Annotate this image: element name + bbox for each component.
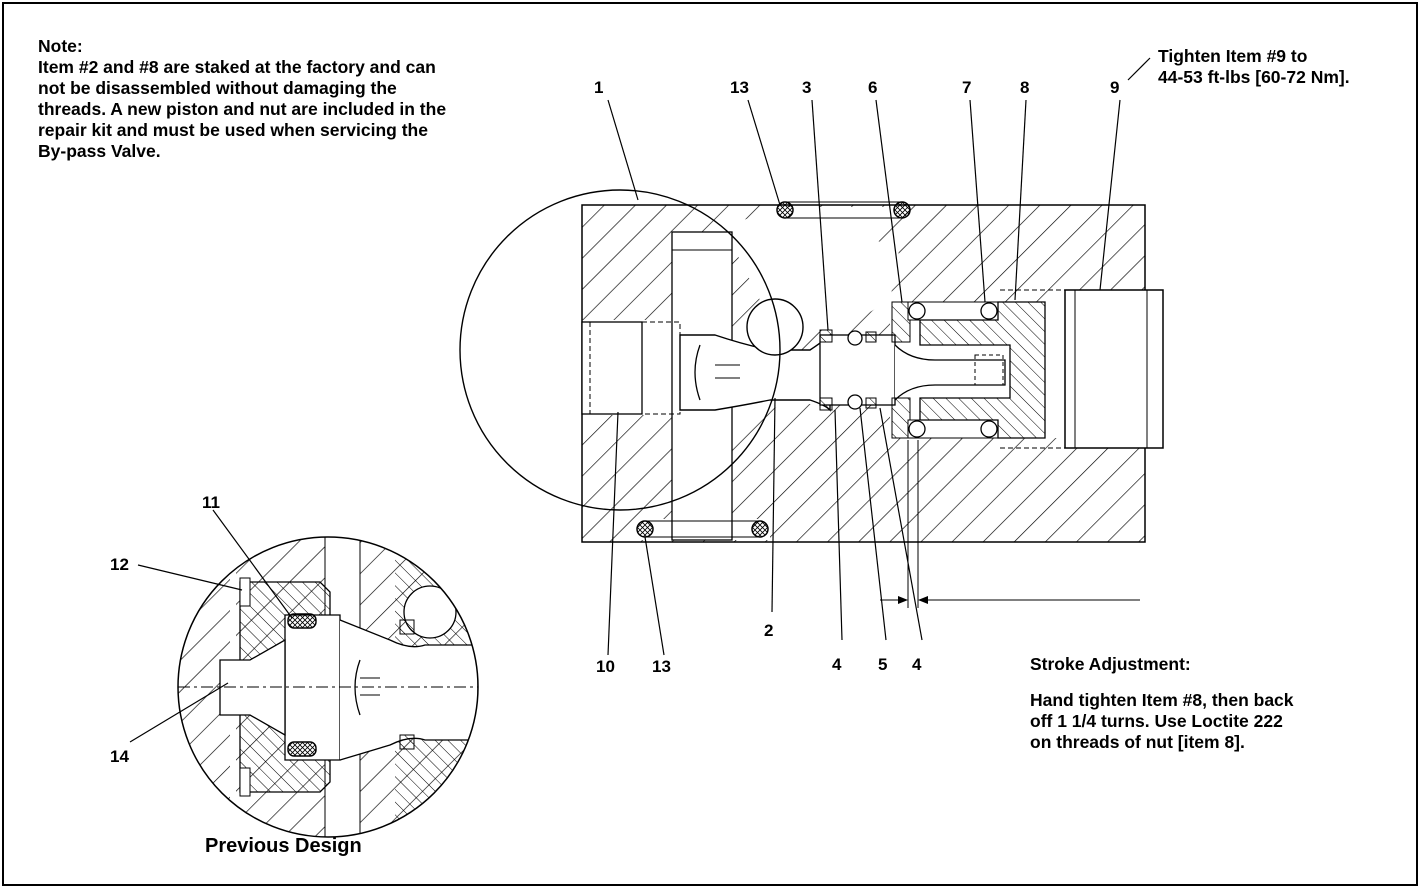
stroke-adjustment-title: Stroke Adjustment: bbox=[1030, 654, 1191, 674]
note-line: not be disassembled without damaging the bbox=[38, 78, 397, 98]
callout-11: 11 bbox=[202, 493, 220, 512]
torque-line: 44-53 ft-lbs [60-72 Nm]. bbox=[1158, 67, 1350, 87]
callout-13-top: 13 bbox=[730, 78, 749, 97]
torque-note: Tighten Item #9 to 44-53 ft-lbs [60-72 N… bbox=[1158, 46, 1350, 88]
note-line: By-pass Valve. bbox=[38, 141, 161, 161]
callout-9: 9 bbox=[1110, 78, 1119, 97]
callout-14: 14 bbox=[110, 747, 129, 766]
detail-caption: Previous Design bbox=[205, 835, 362, 857]
torque-line: Tighten Item #9 to bbox=[1158, 46, 1308, 66]
callout-2: 2 bbox=[764, 621, 773, 640]
stroke-line: off 1 1/4 turns. Use Loctite 222 bbox=[1030, 711, 1283, 731]
previous-design-detail: 11 12 14 bbox=[110, 493, 479, 838]
note-heading: Note: bbox=[38, 36, 83, 56]
note-line: repair kit and must be used when servici… bbox=[38, 120, 428, 140]
callout-13-bottom: 13 bbox=[652, 657, 671, 676]
callout-7: 7 bbox=[962, 78, 971, 97]
callout-4a: 4 bbox=[832, 655, 842, 674]
o-rings-item-13 bbox=[636, 201, 911, 538]
stroke-adjustment-text: Hand tighten Item #8, then back off 1 1/… bbox=[1030, 690, 1294, 753]
callout-4b: 4 bbox=[912, 655, 922, 674]
note-line: threads. A new piston and nut are includ… bbox=[38, 99, 447, 119]
callout-10: 10 bbox=[596, 657, 615, 676]
callout-12: 12 bbox=[110, 555, 129, 574]
callout-8: 8 bbox=[1020, 78, 1029, 97]
factory-note: Note: Item #2 and #8 are staked at the f… bbox=[38, 36, 578, 162]
note-line: Item #2 and #8 are staked at the factory… bbox=[38, 57, 436, 77]
detail-circle bbox=[459, 189, 781, 511]
stroke-dimension bbox=[880, 440, 1140, 608]
callout-5: 5 bbox=[878, 655, 887, 674]
spring-and-nut-items-6-7-8 bbox=[891, 301, 1046, 439]
cap-item-9 bbox=[1000, 289, 1164, 449]
stroke-line: Hand tighten Item #8, then back bbox=[1030, 690, 1294, 710]
stroke-line: on threads of nut [item 8]. bbox=[1030, 732, 1245, 752]
callout-1: 1 bbox=[594, 78, 603, 97]
leader-lines bbox=[607, 57, 1151, 656]
callout-3: 3 bbox=[802, 78, 811, 97]
callout-6: 6 bbox=[868, 78, 877, 97]
piston-item-2 bbox=[679, 298, 1006, 412]
